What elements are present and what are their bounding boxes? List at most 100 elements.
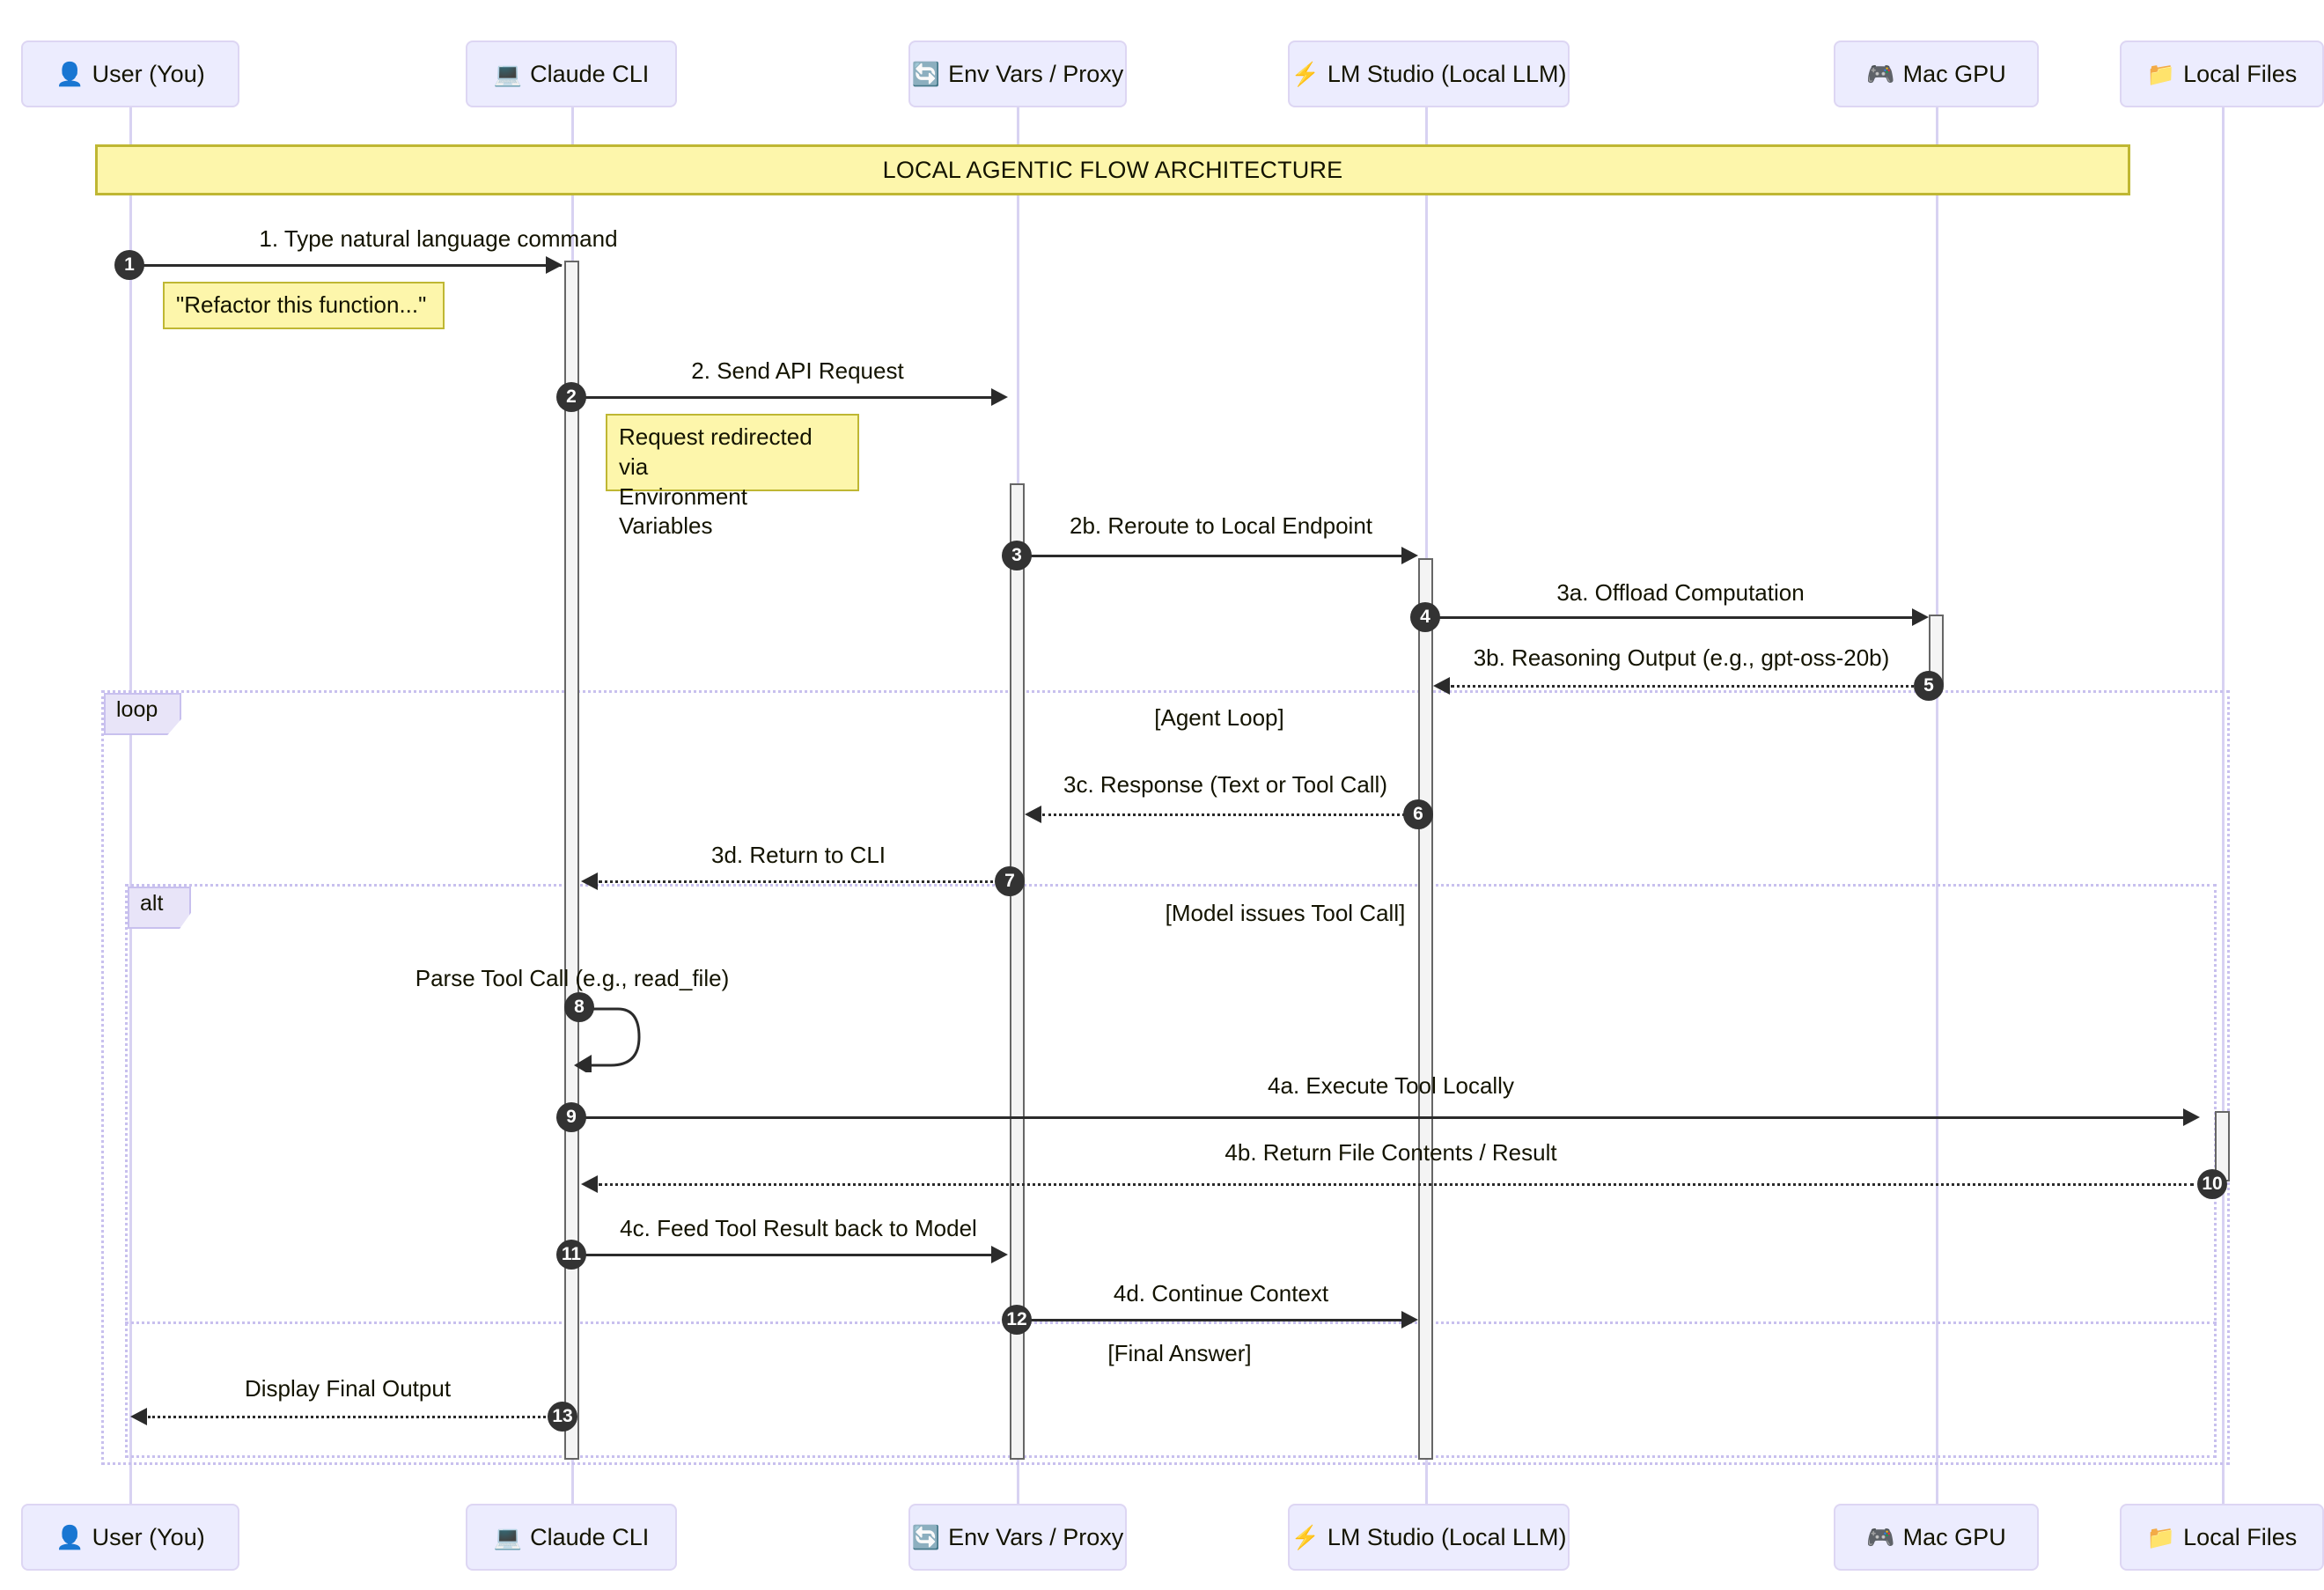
lightning-icon: ⚡ (1291, 1524, 1320, 1550)
recycle-icon: 🔄 (911, 61, 941, 87)
message-seq-7: 7 (995, 866, 1025, 896)
participant-gpu-bottom[interactable]: 🎮 Mac GPU (1834, 1504, 2039, 1571)
fragment-alt-condition: [Model issues Tool Call] (1165, 900, 1406, 926)
participant-label: Env Vars / Proxy (948, 1523, 1124, 1550)
message-seq-11: 11 (556, 1240, 586, 1270)
message-line-12 (1025, 1319, 1401, 1321)
note-request-redirected: Request redirected via Environment Varia… (606, 414, 859, 539)
lifeline-files (2222, 85, 2225, 1504)
note-refactor-function: "Refactor this function..." (163, 282, 445, 329)
participant-env-top[interactable]: 🔄 Env Vars / Proxy (908, 40, 1127, 107)
participant-label: Local Files (2183, 60, 2298, 87)
participant-label: User (You) (92, 1523, 205, 1550)
message-line-9 (579, 1116, 2183, 1119)
participant-label: User (You) (92, 60, 205, 87)
participant-label: Mac GPU (1902, 1523, 2006, 1550)
message-arrowhead-7 (581, 872, 598, 890)
lifeline-user (129, 85, 132, 1504)
participant-label: Claude CLI (530, 60, 650, 87)
message-line-11 (579, 1254, 991, 1256)
participant-files-bottom[interactable]: 📁 Local Files (2120, 1504, 2324, 1571)
message-seq-3: 3 (1002, 541, 1032, 570)
message-arrowhead-4 (1912, 608, 1929, 626)
participant-label: Env Vars / Proxy (948, 60, 1124, 87)
fragment-loop-condition: [Agent Loop] (1154, 704, 1284, 731)
gamepad-icon: 🎮 (1866, 1524, 1895, 1550)
message-arrowhead-1 (546, 256, 563, 274)
message-seq-1: 1 (114, 250, 144, 280)
message-seq-12: 12 (1002, 1305, 1032, 1335)
recycle-icon: 🔄 (911, 1524, 941, 1550)
message-label-5: 3b. Reasoning Output (e.g., gpt-oss-20b) (1473, 644, 1890, 671)
message-label-11: 4c. Feed Tool Result back to Model (620, 1215, 977, 1241)
lifeline-gpu (1936, 85, 1938, 1504)
gamepad-icon: 🎮 (1866, 61, 1895, 87)
message-line-3 (1025, 555, 1401, 557)
message-seq-10: 10 (2197, 1169, 2227, 1199)
fragment-alt-divider (125, 1321, 2217, 1324)
message-line-5 (1451, 685, 1921, 688)
message-line-4 (1433, 616, 1912, 619)
participant-files-top[interactable]: 📁 Local Files (2120, 40, 2324, 107)
fragment-loop-keyword: loop (104, 693, 181, 735)
message-seq-5: 5 (1914, 671, 1944, 701)
message-label-8: Parse Tool Call (e.g., read_file) (415, 965, 730, 991)
participant-label: LM Studio (Local LLM) (1327, 1523, 1567, 1550)
activation-cli (564, 261, 579, 1460)
message-arrowhead-5 (1433, 677, 1450, 695)
participant-cli-bottom[interactable]: 💻 Claude CLI (466, 1504, 677, 1571)
message-arrowhead-10 (581, 1175, 598, 1193)
participant-label: Claude CLI (530, 1523, 650, 1550)
message-line-7 (599, 880, 1000, 883)
folder-icon: 📁 (2146, 1524, 2176, 1550)
message-arrowhead-3 (1401, 547, 1418, 564)
message-seq-6: 6 (1403, 799, 1433, 829)
lightning-icon: ⚡ (1291, 61, 1320, 87)
message-line-1 (130, 264, 562, 267)
message-label-9: 4a. Execute Tool Locally (1268, 1072, 1514, 1099)
message-label-4: 3a. Offload Computation (1556, 579, 1805, 606)
activation-lmstudio (1418, 558, 1433, 1460)
message-seq-13: 13 (548, 1402, 577, 1432)
message-arrowhead-11 (991, 1246, 1008, 1263)
participant-label: LM Studio (Local LLM) (1327, 60, 1567, 87)
fragment-alt-else-condition: [Final Answer] (1107, 1340, 1252, 1366)
message-label-13: Display Final Output (244, 1375, 452, 1402)
participant-gpu-top[interactable]: 🎮 Mac GPU (1834, 40, 2039, 107)
message-arrowhead-13 (130, 1408, 147, 1425)
message-label-2: 2. Send API Request (691, 357, 904, 384)
message-seq-8: 8 (564, 992, 594, 1022)
message-selfloop-8 (574, 1007, 641, 1072)
message-label-3: 2b. Reroute to Local Endpoint (1069, 512, 1373, 539)
participant-user-bottom[interactable]: 👤 User (You) (21, 1504, 239, 1571)
laptop-icon: 💻 (493, 61, 523, 87)
participant-label: Local Files (2183, 1523, 2298, 1550)
message-seq-2: 2 (556, 382, 586, 412)
message-label-7: 3d. Return to CLI (711, 842, 886, 868)
message-label-12: 4d. Continue Context (1113, 1280, 1329, 1307)
message-seq-9: 9 (556, 1102, 586, 1132)
participant-env-bottom[interactable]: 🔄 Env Vars / Proxy (908, 1504, 1127, 1571)
message-label-1: 1. Type natural language command (259, 225, 618, 252)
participant-lmstudio-bottom[interactable]: ⚡ LM Studio (Local LLM) (1288, 1504, 1570, 1571)
participant-user-top[interactable]: 👤 User (You) (21, 40, 239, 107)
message-line-6 (1042, 813, 1416, 816)
participant-label: Mac GPU (1902, 60, 2006, 87)
participant-lmstudio-top[interactable]: ⚡ LM Studio (Local LLM) (1288, 40, 1570, 107)
message-arrowhead-2 (991, 388, 1008, 406)
person-icon: 👤 (55, 1524, 85, 1550)
laptop-icon: 💻 (493, 1524, 523, 1550)
page-title: LOCAL AGENTIC FLOW ARCHITECTURE (882, 156, 1343, 183)
message-arrowhead-6 (1025, 806, 1041, 823)
message-arrowhead-9 (2183, 1108, 2200, 1126)
fragment-alt-keyword: alt (128, 887, 191, 929)
message-line-10 (599, 1183, 2194, 1186)
message-line-2 (579, 396, 991, 399)
message-label-6: 3c. Response (Text or Tool Call) (1063, 771, 1387, 798)
activation-env (1010, 483, 1025, 1460)
person-icon: 👤 (55, 61, 85, 87)
diagram-title-banner: LOCAL AGENTIC FLOW ARCHITECTURE (95, 144, 2130, 195)
participant-cli-top[interactable]: 💻 Claude CLI (466, 40, 677, 107)
message-seq-4: 4 (1410, 602, 1440, 632)
